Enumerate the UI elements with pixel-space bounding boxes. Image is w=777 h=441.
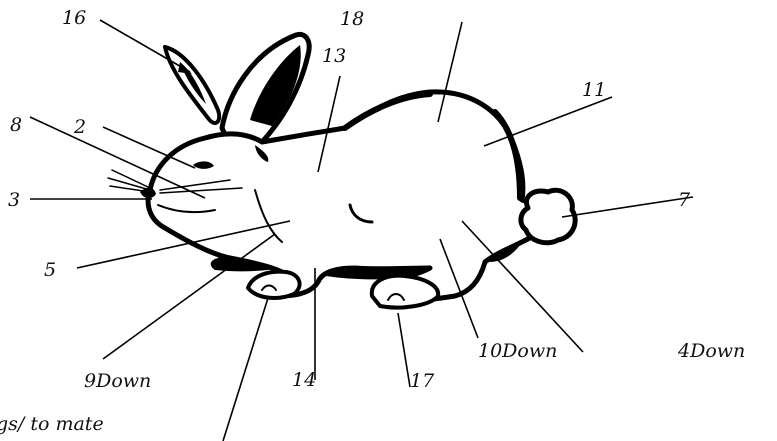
front-paw [248, 272, 300, 298]
label-13: 13 [322, 45, 346, 67]
leader-17 [398, 313, 410, 387]
label-11: 11 [582, 79, 606, 101]
leader-7 [562, 197, 693, 217]
caption-text: gs/ to mate [0, 413, 104, 435]
label-7: 7 [678, 189, 691, 211]
body [148, 92, 544, 301]
leader-9 [103, 234, 275, 359]
label-4: 4Down [677, 340, 745, 362]
label-18: 18 [340, 8, 364, 30]
label-8: 8 [10, 114, 22, 136]
label-2: 2 [73, 116, 86, 138]
label-10: 10Down [478, 340, 557, 362]
label-5: 5 [44, 259, 56, 281]
label-16: 16 [62, 7, 86, 29]
leader-16 [100, 20, 190, 72]
label-9: 9Down [84, 370, 151, 392]
label-14: 14 [292, 369, 316, 391]
hind-foot [372, 276, 438, 308]
label-17: 17 [410, 370, 435, 392]
leader-15 [223, 298, 268, 441]
label-3: 3 [8, 189, 20, 211]
